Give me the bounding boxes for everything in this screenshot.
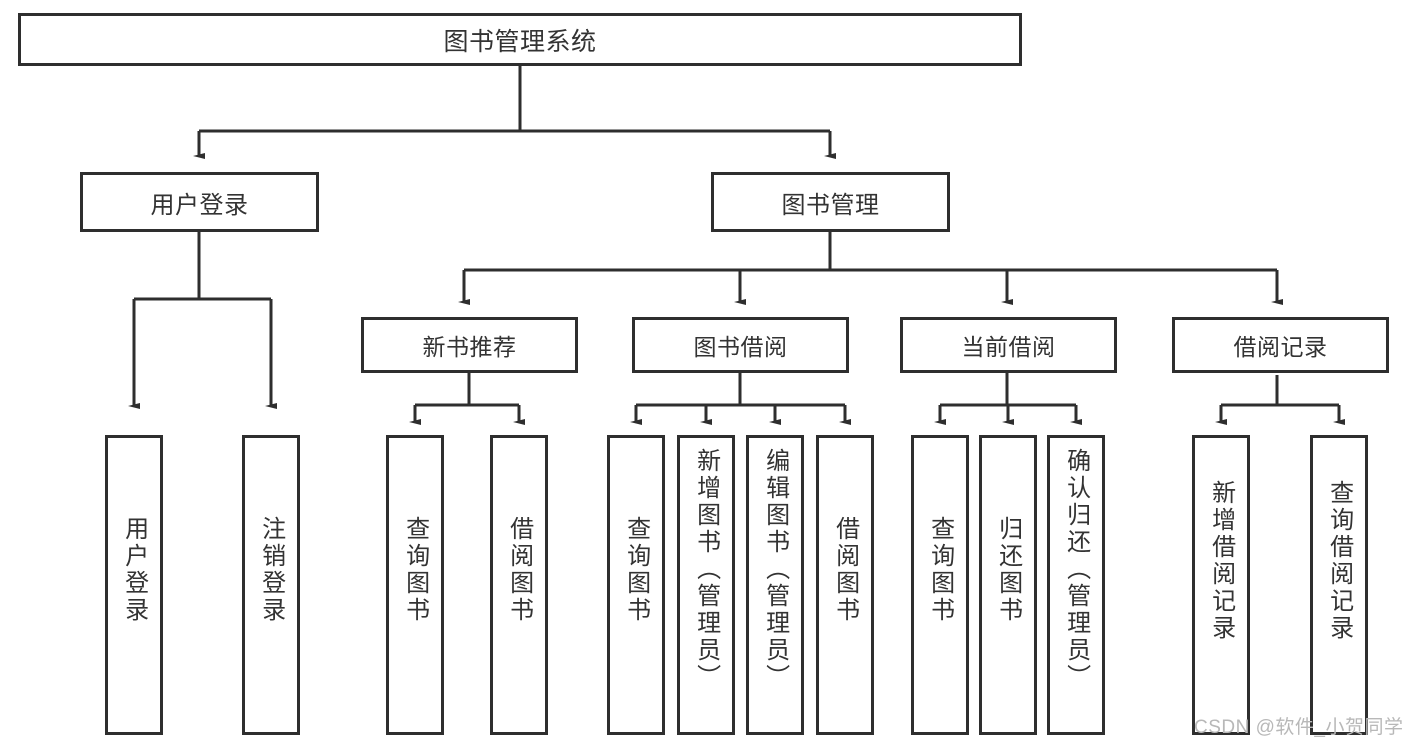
leaf-label: 查询图书 — [401, 516, 429, 624]
leaf-label: 归还图书 — [994, 516, 1022, 624]
node-root[interactable]: 图书管理系统 — [18, 13, 1022, 66]
leaf-book-borrow-1[interactable]: 新增图书（管理员） — [677, 435, 735, 735]
leaf-label: 借阅图书 — [505, 516, 533, 624]
leaf-book-borrow-0[interactable]: 查询图书 — [607, 435, 665, 735]
node-book-management[interactable]: 图书管理 — [711, 172, 950, 232]
leaf-user-login-1[interactable]: 注销登录 — [242, 435, 300, 735]
node-book-borrow-label: 图书借阅 — [693, 334, 788, 360]
leaf-borrow-record-1[interactable]: 查询借阅记录 — [1310, 435, 1368, 735]
node-root-label: 图书管理系统 — [443, 27, 597, 56]
node-new-book-recommend-label: 新书推荐 — [422, 334, 517, 360]
leaf-borrow-record-0[interactable]: 新增借阅记录 — [1192, 435, 1250, 735]
leaf-current-borrow-2[interactable]: 确认归还（管理员） — [1047, 435, 1105, 735]
leaf-book-borrow-2[interactable]: 编辑图书（管理员） — [746, 435, 804, 735]
node-current-borrow[interactable]: 当前借阅 — [900, 317, 1117, 373]
watermark-text: CSDN @软件_小贺同学 — [1194, 717, 1404, 738]
leaf-label: 查询图书 — [926, 516, 954, 624]
node-borrow-record[interactable]: 借阅记录 — [1172, 317, 1389, 373]
node-book-management-label: 图书管理 — [781, 191, 880, 219]
leaf-label: 用户登录 — [120, 516, 148, 624]
leaf-label: 新增图书（管理员） — [692, 448, 720, 691]
leaf-book-borrow-3[interactable]: 借阅图书 — [816, 435, 874, 735]
node-new-book-recommend[interactable]: 新书推荐 — [361, 317, 578, 373]
node-user-login[interactable]: 用户登录 — [80, 172, 319, 232]
node-current-borrow-label: 当前借阅 — [961, 334, 1056, 360]
node-user-login-label: 用户登录 — [150, 191, 249, 219]
leaf-label: 注销登录 — [257, 516, 285, 624]
leaf-new-book-0[interactable]: 查询图书 — [386, 435, 444, 735]
leaf-label: 查询借阅记录 — [1325, 480, 1353, 642]
leaf-label: 确认归还（管理员） — [1062, 448, 1090, 691]
leaf-label: 新增借阅记录 — [1207, 480, 1235, 642]
leaf-current-borrow-1[interactable]: 归还图书 — [979, 435, 1037, 735]
node-borrow-record-label: 借阅记录 — [1233, 334, 1328, 360]
leaf-label: 查询图书 — [622, 516, 650, 624]
leaf-label: 借阅图书 — [831, 516, 859, 624]
node-book-borrow[interactable]: 图书借阅 — [632, 317, 849, 373]
leaf-current-borrow-0[interactable]: 查询图书 — [911, 435, 969, 735]
leaf-user-login-0[interactable]: 用户登录 — [105, 435, 163, 735]
leaf-new-book-1[interactable]: 借阅图书 — [490, 435, 548, 735]
leaf-label: 编辑图书（管理员） — [761, 448, 789, 691]
